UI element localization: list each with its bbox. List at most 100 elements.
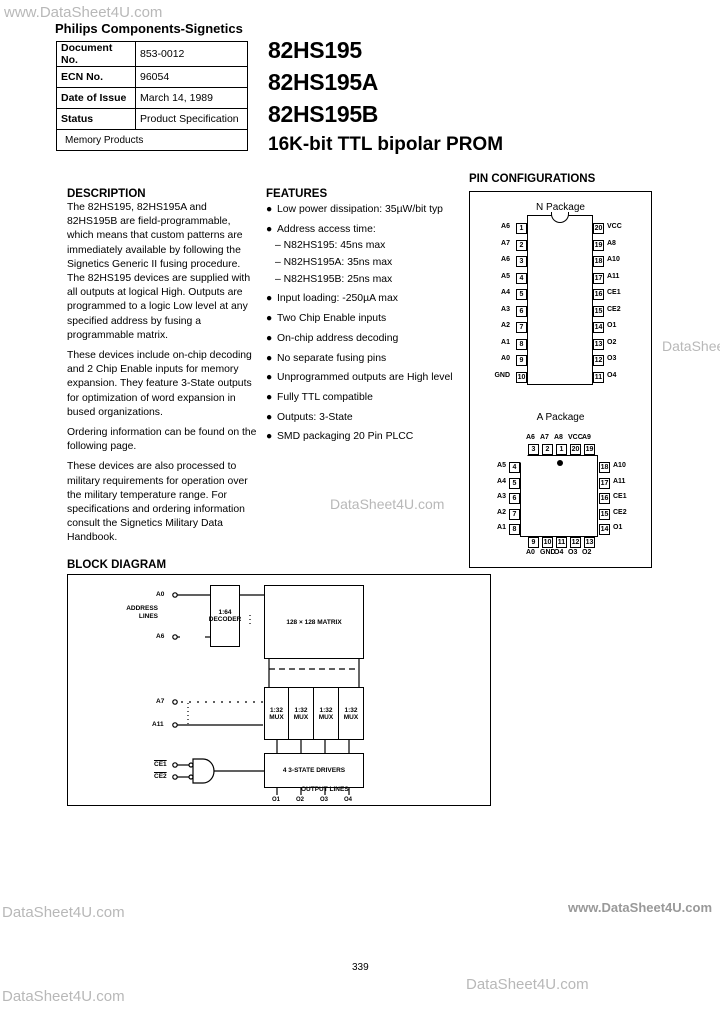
pin-number: 7 (509, 508, 520, 520)
pin-name: CE2 (607, 305, 621, 313)
pin-number: 18 (593, 256, 604, 267)
pin-name: CE1 (607, 289, 621, 296)
pin-number: 13 (584, 537, 595, 548)
paragraph: Ordering information can be found on the… (67, 427, 257, 453)
table-row: ECN No.96054 (56, 66, 248, 88)
feature-item: ●Low power dissipation: 35µW/bit typ (266, 204, 443, 215)
pin-number: 18 (599, 462, 610, 473)
pin-number: 12 (593, 355, 604, 366)
info-key: ECN No. (56, 66, 136, 88)
feature-item: ●Address access time: (266, 223, 376, 235)
mux-block: 1:32 MUX (313, 687, 339, 740)
pin-number: 17 (593, 272, 604, 284)
pin-number: 15 (593, 305, 604, 317)
mux-block: 1:32 MUX (338, 687, 364, 740)
pin-number: 3 (516, 256, 527, 267)
pin-number: 2 (542, 444, 553, 455)
pin-name: A3 (497, 493, 506, 500)
pin-name: A8 (607, 239, 616, 247)
input-label-a7: A7 (156, 698, 165, 705)
info-value: Product Specification (135, 108, 248, 130)
pin-number: 4 (509, 462, 520, 473)
pin-number: 19 (593, 239, 604, 251)
address-lines-label: ADDRESS LINES (126, 605, 158, 620)
pin-number: 10 (516, 371, 527, 383)
pin-name: A1 (497, 524, 506, 531)
info-value: March 14, 1989 (135, 87, 248, 109)
pin-name: VCC (568, 434, 583, 441)
pin-name: A3 (501, 305, 510, 313)
pin-name: O3 (607, 355, 617, 362)
bullet-icon: ● (266, 204, 273, 215)
pin-number: 11 (556, 537, 567, 548)
decoder-block: 1:64 DECODER (209, 585, 241, 647)
watermark: DataSheet4U.com (330, 496, 445, 512)
pin-name: O2 (582, 549, 592, 556)
pin-number: 1 (516, 223, 527, 234)
pin-number: 14 (599, 524, 610, 535)
bullet-icon: ● (266, 313, 273, 325)
part-number: 82HS195B (268, 101, 379, 127)
pin-number: 15 (599, 508, 610, 520)
section-heading: PIN CONFIGURATIONS (469, 173, 596, 185)
company-name: Philips Components-Signetics (55, 21, 243, 36)
feature-item: ●On-chip address decoding (266, 332, 399, 344)
feature-item: ●Two Chip Enable inputs (266, 313, 387, 325)
package-title: N Package (536, 202, 585, 213)
pin-number: 8 (516, 338, 527, 350)
bullet-icon: ● (266, 391, 273, 403)
bullet-icon: ● (266, 431, 273, 443)
part-number: 82HS195A (268, 69, 379, 95)
pin-number: 9 (516, 355, 527, 366)
pin-name: A1 (501, 338, 510, 346)
output-lines-label: OUTPUT LINES (301, 786, 349, 793)
page-subtitle: 16K-bit TTL bipolar PROM (268, 134, 504, 155)
paragraph: These devices include on-chip decoding a… (67, 350, 252, 418)
feature-subitem: – N82HS195B: 25ns max (275, 273, 393, 285)
info-key: Document No. (56, 41, 136, 67)
bullet-icon: ● (266, 223, 273, 235)
watermark: DataSheet4U.com (2, 988, 125, 1005)
pin-name: A10 (607, 256, 620, 263)
input-label-ce2: CE2 (154, 773, 167, 780)
pin-name: GND (540, 549, 556, 556)
pin-number: 5 (509, 477, 520, 489)
pin-name: A9 (582, 434, 591, 441)
feature-item: ●Outputs: 3-State (266, 411, 353, 423)
pin-name: GND (494, 371, 510, 379)
pin-number: 3 (528, 444, 539, 455)
pin-number: 4 (516, 272, 527, 284)
input-label-ce1: CE1 (154, 761, 167, 768)
pin-name: O2 (607, 338, 617, 346)
pin-name: A2 (501, 322, 510, 329)
pin-number: 1 (556, 444, 567, 455)
pin-number: 13 (593, 338, 604, 350)
features-section: FEATURES ●Low power dissipation: 35µW/bi… (266, 188, 466, 450)
mux-block: 1:32 MUX (264, 687, 289, 740)
pin-name: O1 (613, 524, 623, 531)
pin-number: 7 (516, 322, 527, 333)
pin-number: 9 (528, 537, 539, 548)
pin-name: O4 (554, 549, 564, 556)
output-label: O1 (272, 797, 281, 803)
dip-body (527, 215, 593, 385)
pin-name: A6 (501, 256, 510, 263)
bullet-icon: ● (266, 332, 273, 344)
pin-number: 5 (516, 289, 527, 300)
feature-item: ●Unprogrammed outputs are High level (266, 372, 453, 384)
pin-name: O4 (607, 371, 617, 379)
output-label: O4 (344, 797, 353, 803)
drivers-block: 4 3-STATE DRIVERS (264, 753, 364, 788)
pin-name: A4 (497, 477, 506, 485)
feature-subitem: – N82HS195: 45ns max (275, 240, 386, 252)
pin-number: 6 (509, 493, 520, 504)
pin-number: 11 (593, 371, 604, 383)
pin-number: 20 (570, 444, 581, 455)
diagram-wiring (172, 592, 360, 795)
info-key: Status (56, 108, 136, 130)
mux-block: 1:32 MUX (288, 687, 314, 740)
pin-name: A2 (497, 508, 506, 516)
info-value: 96054 (135, 66, 248, 88)
pin-name: A5 (497, 462, 506, 469)
